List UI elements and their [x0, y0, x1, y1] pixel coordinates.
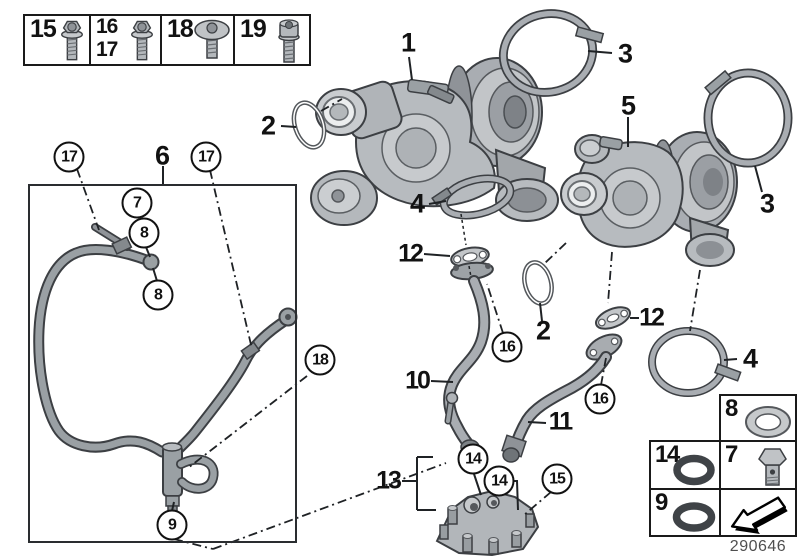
callout-4-clamp-left[interactable]: 4: [409, 188, 425, 219]
flange-bolt-icon: [131, 20, 153, 61]
leader-lines-solid: [145, 50, 763, 512]
legend-label-7: 7: [725, 441, 738, 468]
vband-clamp-4-left-art: [431, 174, 515, 220]
o-ring-icon: [672, 502, 716, 532]
callout-3-clamp-right[interactable]: 3: [759, 188, 775, 219]
vband-clamp-3-left-art: [498, 9, 605, 97]
legend-label-19: 19: [240, 15, 267, 43]
direction-arrow-icon: [730, 496, 788, 535]
legend-cell-7[interactable]: 7: [719, 440, 797, 490]
legend-cell-14[interactable]: 14: [649, 440, 721, 490]
legend-label-15: 15: [30, 15, 57, 43]
callout-2-oring-left[interactable]: 2: [260, 110, 276, 141]
gasket-12-right-art: [594, 306, 632, 330]
oil-feed-pipe-10-art: [443, 261, 494, 455]
legend-cell-15[interactable]: 15: [25, 16, 91, 64]
callout-18-screw[interactable]: 18: [304, 344, 336, 376]
legend-cell-19[interactable]: 19: [235, 16, 309, 64]
hose-group-box: [28, 184, 297, 543]
mounting-flange-13-art: [435, 489, 540, 557]
callout-1-turbocharger-front[interactable]: 1: [400, 27, 416, 58]
legend-cell-arrow[interactable]: [719, 488, 797, 537]
callout-16-bolt-right[interactable]: 16: [584, 383, 616, 415]
legend-label-17: 17: [96, 38, 118, 61]
legend-cell-9[interactable]: 9: [649, 488, 721, 537]
callout-10-oil-pipe[interactable]: 10: [405, 366, 431, 395]
assembly-axis-dotted: [460, 213, 472, 278]
callout-4-clamp-lower-right[interactable]: 4: [742, 343, 758, 374]
callout-14-oring-left[interactable]: 14: [457, 443, 489, 475]
o-ring-2-right-art: [522, 260, 554, 306]
legend-cell-8[interactable]: 8: [719, 394, 797, 442]
pan-head-screw-icon: [194, 19, 230, 59]
callout-17-bolt-left[interactable]: 17: [53, 141, 85, 173]
legend-cell-16-17[interactable]: 16 17: [91, 16, 162, 64]
sealing-washer-icon: [745, 406, 791, 438]
leader-lines-dashdot: [76, 98, 701, 550]
legend-label-9: 9: [655, 489, 668, 516]
legend-label-16: 16: [96, 15, 118, 38]
callout-8-washer-bottom[interactable]: 8: [142, 279, 174, 311]
diagram-part-number: 290646: [729, 538, 787, 555]
callout-12-gasket-left[interactable]: 12: [398, 239, 424, 268]
callout-6-hose-group[interactable]: 6: [154, 140, 170, 171]
flange-bolt-icon: [61, 20, 83, 61]
callout-16-bolt-left[interactable]: 16: [491, 331, 523, 363]
gasket-12-left-art: [450, 246, 490, 268]
callout-14-oring-right[interactable]: 14: [483, 465, 515, 497]
vband-clamp-4-right-art: [648, 327, 742, 397]
callout-15-bolt[interactable]: 15: [541, 463, 573, 495]
legend-label-8: 8: [725, 395, 738, 422]
callout-3-clamp-top[interactable]: 3: [617, 38, 633, 69]
callout-2-oring-right[interactable]: 2: [535, 315, 551, 346]
hose-ball-fitting: [142, 253, 160, 271]
callout-5-turbocharger-rear[interactable]: 5: [620, 90, 636, 121]
vband-clamp-3-right-art: [703, 68, 793, 168]
callout-13-flange[interactable]: 13: [376, 466, 402, 495]
callout-17-bolt-right[interactable]: 17: [190, 141, 222, 173]
callout-12-gasket-right[interactable]: 12: [639, 303, 665, 332]
o-ring-icon: [673, 454, 715, 486]
oil-return-pipe-11-art: [501, 333, 623, 463]
callout-7-banjo-bolt[interactable]: 7: [121, 187, 153, 219]
callout-8-washer-top[interactable]: 8: [128, 217, 160, 249]
oil-hoses-art: [33, 223, 298, 514]
legend-label-18: 18: [167, 15, 194, 43]
turbocharger-2-art: [560, 131, 738, 267]
banjo-bolt-icon: [758, 448, 787, 486]
callout-11-return-pipe[interactable]: 11: [548, 407, 573, 436]
fastener-legend-top: 15 16 17 18: [23, 14, 311, 66]
socket-head-bolt-icon: [278, 19, 300, 63]
callout-9-oring-drain[interactable]: 9: [156, 509, 188, 541]
o-ring-2-left-art: [291, 100, 327, 150]
legend-cell-18[interactable]: 18: [162, 16, 235, 64]
